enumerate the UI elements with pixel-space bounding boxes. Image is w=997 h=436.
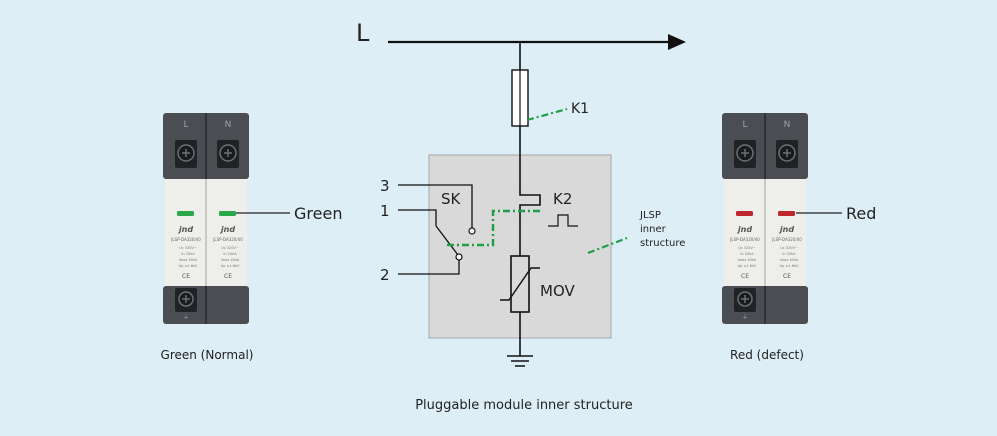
k2-switch [519, 183, 541, 223]
left-brand-logo-l: jnd [177, 225, 193, 234]
jlsp-note-line-1: JLSP [639, 210, 661, 221]
right-module-caption: Red (defect) [730, 348, 804, 362]
right-terminal-screw-l [734, 140, 756, 168]
right-pole-l-label: L [742, 120, 747, 130]
terminal-2-wire [398, 260, 460, 275]
left-ground-terminal: ⏚ [175, 288, 197, 321]
right-spec-up-l: Up ≤1.6kV [738, 264, 757, 268]
left-spec-in-n: In 20kA [223, 252, 237, 256]
left-module-divider [205, 113, 207, 179]
right-brand-logo-l: jnd [736, 225, 752, 234]
right-ground-terminal: ⏚ [734, 288, 756, 321]
left-green-indicator-l [177, 211, 194, 216]
sk-k2-link-dash [447, 209, 540, 247]
sk-contact-lower [455, 253, 463, 261]
sk-label: SK [441, 190, 462, 208]
right-spd-module: L N jnd jnd JLSP-DA320/40 JLSP-DA320/40 … [722, 113, 808, 324]
left-green-indicator-n [219, 211, 236, 216]
jlsp-note-dash [587, 236, 628, 255]
left-model-l: JLSP-DA320/40 [170, 237, 201, 242]
left-brand-logo-n: jnd [219, 225, 235, 234]
right-model-n: JLSP-DA320/40 [771, 237, 802, 242]
right-spec-up-n: Up ≤1.6kV [780, 264, 799, 268]
left-spec-in-l: In 20kA [181, 252, 195, 256]
left-terminal-screw-n [217, 140, 239, 168]
left-spd-module: L N jnd jnd JLSP-DA320/40 JLSP-DA320/40 … [163, 113, 249, 324]
left-pole-l-label: L [183, 120, 188, 130]
left-spec-uc-l: Uc 320V~ [179, 246, 197, 250]
right-spec-in-l: In 20kA [740, 252, 754, 256]
ground-symbol [507, 355, 533, 367]
red-callout-label: Red [846, 204, 876, 223]
right-base-seam [764, 286, 766, 324]
mov-label: MOV [540, 282, 575, 300]
k2-label: K2 [553, 190, 572, 208]
terminal-1-label: 1 [380, 202, 390, 220]
line-l-arrow [668, 34, 686, 50]
right-pole-n-label: N [784, 120, 791, 130]
bottom-caption: Pluggable module inner structure [415, 398, 633, 413]
terminal-3-wire [398, 184, 473, 228]
right-ce-mark-l: CE [741, 273, 749, 280]
right-red-indicator-n [778, 211, 795, 216]
left-spec-imax-n: Imax 40kA [221, 258, 240, 262]
k1-link-dash [526, 107, 568, 122]
terminal-2-label: 2 [380, 266, 390, 284]
left-pole-n-label: N [225, 120, 232, 130]
left-spec-imax-l: Imax 40kA [179, 258, 198, 262]
terminal-1-wire [398, 209, 437, 226]
right-module-divider [764, 113, 766, 179]
left-spec-up-n: Up ≤1.6kV [221, 264, 240, 268]
svg-text:⏚: ⏚ [183, 314, 189, 321]
right-red-indicator-l [736, 211, 753, 216]
line-l-label: L [356, 19, 370, 47]
right-body-seam [764, 179, 766, 286]
terminal-3-label: 3 [380, 177, 390, 195]
mov-diagonal [500, 267, 540, 301]
right-model-l: JLSP-DA320/40 [729, 237, 760, 242]
right-spec-uc-l: Uc 320V~ [738, 246, 756, 250]
left-spec-uc-n: Uc 320V~ [221, 246, 239, 250]
left-body-seam [205, 179, 207, 286]
k2-pulse-symbol [548, 214, 578, 227]
right-spec-imax-l: Imax 40kA [738, 258, 757, 262]
sk-contact-upper [468, 227, 476, 235]
left-terminal-screw-l [175, 140, 197, 168]
right-ce-mark-n: CE [783, 273, 791, 280]
jlsp-note-line-3: structure [640, 238, 685, 249]
jlsp-note-line-2: inner [640, 224, 667, 235]
right-spec-imax-n: Imax 40kA [780, 258, 799, 262]
left-base-seam [205, 286, 207, 324]
svg-text:⏚: ⏚ [742, 314, 748, 321]
sk-lever [435, 225, 459, 256]
left-ce-mark-n: CE [224, 273, 232, 280]
right-terminal-screw-n [776, 140, 798, 168]
left-module-caption: Green (Normal) [161, 348, 254, 362]
right-spec-in-n: In 20kA [782, 252, 796, 256]
k1-label: K1 [571, 101, 589, 117]
right-spec-uc-n: Uc 320V~ [780, 246, 798, 250]
right-brand-logo-n: jnd [778, 225, 794, 234]
left-ce-mark-l: CE [182, 273, 190, 280]
left-model-n: JLSP-DA320/40 [212, 237, 243, 242]
left-spec-up-l: Up ≤1.6kV [179, 264, 198, 268]
green-callout-label: Green [294, 204, 342, 223]
